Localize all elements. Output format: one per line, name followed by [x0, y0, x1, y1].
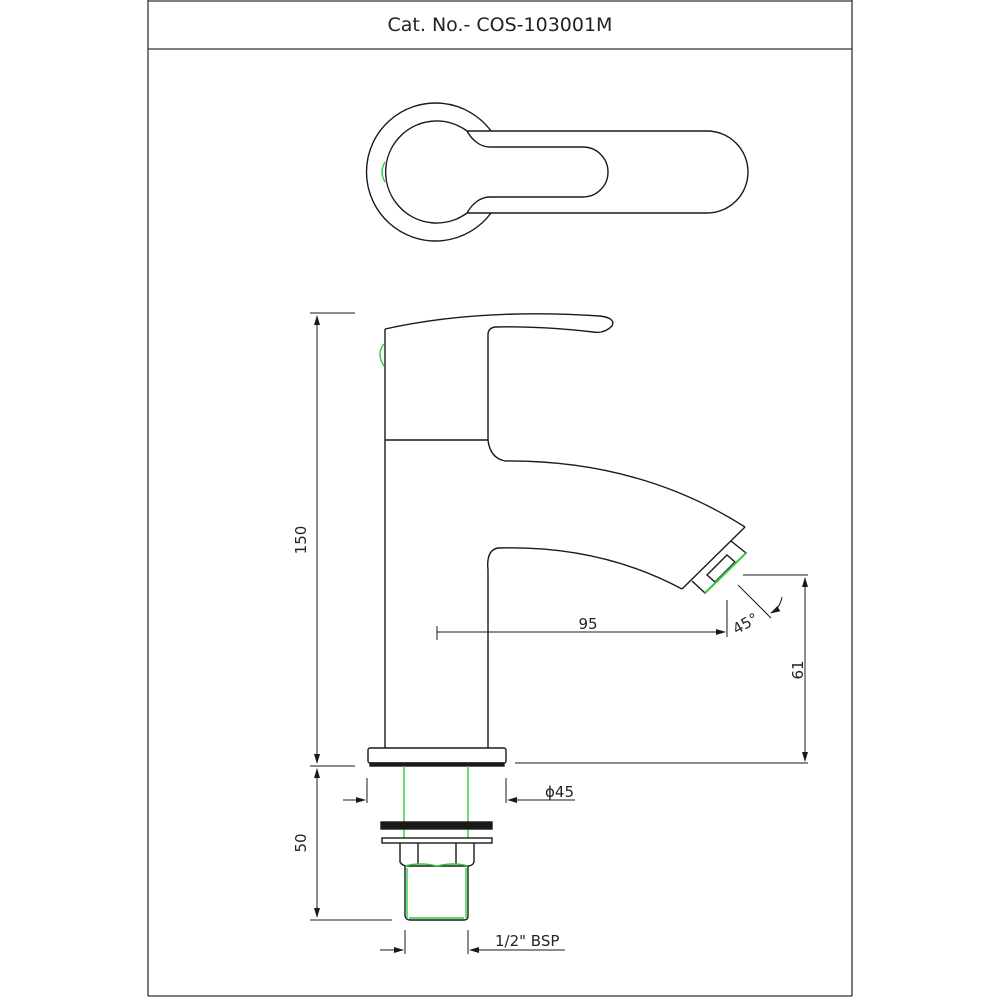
dim-spout-reach: 95 — [578, 615, 597, 633]
dim-overall-height: 150 — [292, 526, 310, 555]
dim-shank-length: 50 — [292, 833, 310, 852]
catalog-number-title: Cat. No.- COS-103001M — [387, 13, 613, 36]
dim-spout-height: 61 — [789, 660, 807, 679]
dim-base-diameter: ϕ45 — [545, 783, 574, 801]
dimension-lines — [310, 312, 808, 954]
side-view — [367, 313, 748, 921]
sheet-frame — [147, 0, 853, 997]
dim-spout-angle: 45° — [729, 609, 761, 638]
dim-thread: 1/2" BSP — [495, 932, 559, 950]
top-view — [365, 102, 749, 242]
